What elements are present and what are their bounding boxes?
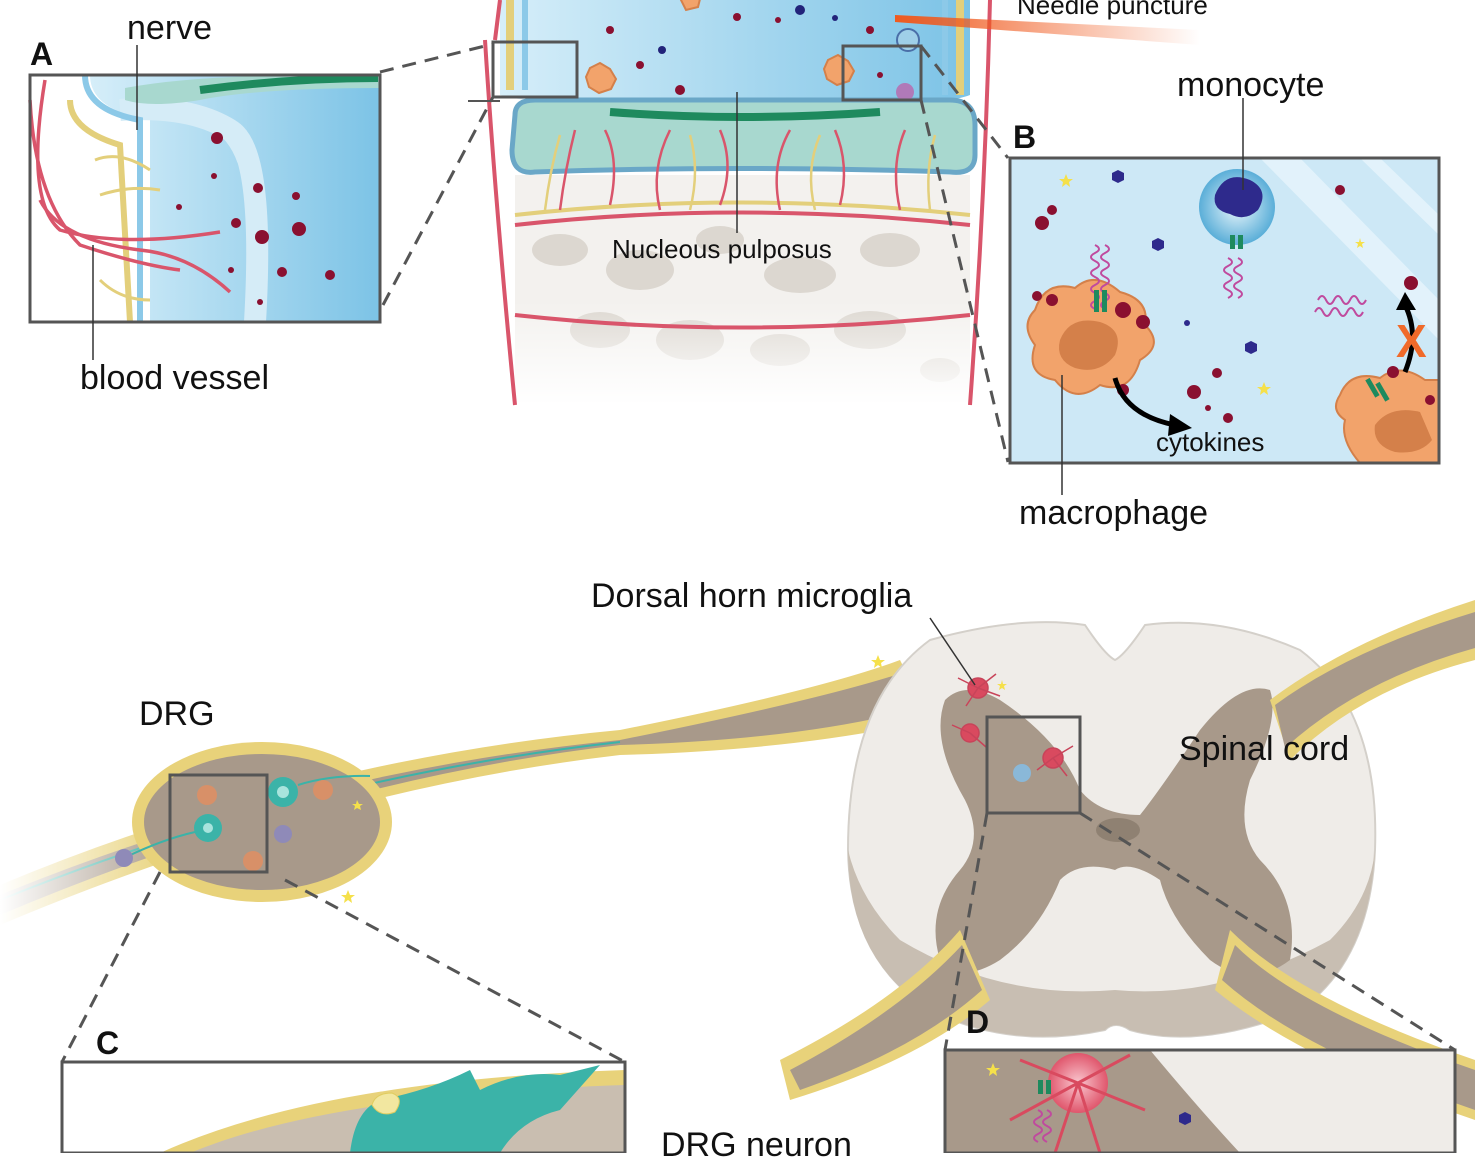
monocyte-cell xyxy=(1199,169,1275,245)
label-needle-puncture: Needle puncture xyxy=(1017,0,1208,20)
label-macrophage: macrophage xyxy=(1019,494,1209,532)
label-spinal-cord: Spinal cord xyxy=(1179,730,1350,768)
endplate xyxy=(509,97,978,175)
label-drg: DRG xyxy=(139,695,215,733)
label-dorsal-horn-microglia: Dorsal horn microglia xyxy=(591,577,913,615)
blocked-x-icon: X xyxy=(1396,315,1427,367)
panel-letter-a: A xyxy=(30,36,54,72)
panel-letter-d: D xyxy=(966,1004,990,1040)
inset-box-b xyxy=(841,44,923,102)
panel-a xyxy=(28,45,382,360)
label-monocyte: monocyte xyxy=(1177,66,1325,104)
inset-box-a xyxy=(491,40,579,99)
panel-b: X xyxy=(1008,98,1441,495)
drg-neurons xyxy=(119,774,371,861)
inset-box-d xyxy=(985,715,1082,815)
panel-c xyxy=(60,1060,627,1153)
zoom-connectors-bottom xyxy=(60,811,1456,1064)
label-drg-neuron: DRG neuron xyxy=(661,1126,852,1164)
panel-d xyxy=(943,1048,1457,1153)
disc-illustration xyxy=(468,0,1200,406)
zoom-connectors-top xyxy=(379,42,1010,463)
spinal-cord-illustration xyxy=(0,600,1475,1120)
panel-letter-c: C xyxy=(96,1025,120,1061)
needle xyxy=(895,15,1200,45)
label-blood-vessel: blood vessel xyxy=(80,359,270,397)
inset-box-c xyxy=(168,773,269,874)
label-nerve: nerve xyxy=(127,9,213,47)
macrophage-cell-right xyxy=(1335,369,1440,464)
label-cytokines: cytokines xyxy=(1156,427,1265,457)
label-nucleus-pulposus: Nucleous pulposus xyxy=(612,234,832,264)
panel-letter-b: B xyxy=(1013,119,1037,155)
